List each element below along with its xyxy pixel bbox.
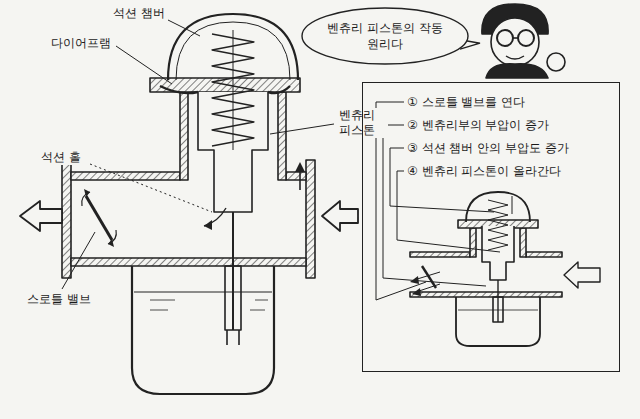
bubble-outline (300, 6, 470, 66)
speech-bubble: 벤츄리 피스톤의 작동 원리다 (300, 6, 470, 66)
part-label: 벤츄리 피스톤 (338, 108, 388, 138)
part-label: 다이어프램 (50, 36, 112, 51)
step-text: ① 스로틀 밸브를 연다 (407, 94, 525, 110)
part-label: 석션 챔버 (112, 6, 166, 21)
part-label: 석션 홀 (40, 150, 82, 165)
steps-box: ① 스로틀 밸브를 연다 ② 벤츄리부의 부압이 증가 ③ 석션 챔버 안의 부압도… (362, 82, 620, 372)
step-text: ③ 석션 챔버 안의 부압도 증가 (407, 140, 569, 156)
step-text: ② 벤츄리부의 부압이 증가 (407, 117, 549, 133)
bubble-text: 벤츄리 피스톤의 작동 원리다 (324, 20, 446, 52)
part-label: 스로틀 밸브 (26, 292, 92, 307)
step-text: ④ 벤츄리 피스톤이 올라간다 (407, 163, 561, 179)
